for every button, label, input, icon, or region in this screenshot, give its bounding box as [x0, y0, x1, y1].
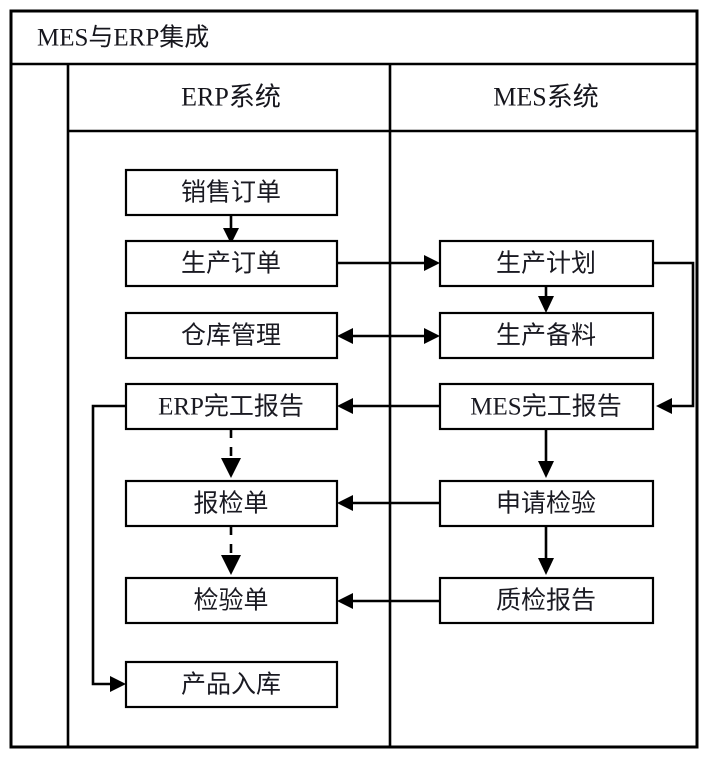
node-label-production-order: 生产订单: [181, 250, 281, 278]
connector-plan-to-mes-completion: [653, 261, 695, 414]
node-product-stock-in[interactable]: 产品入库: [124, 660, 339, 709]
connector-sales-to-production: [223, 215, 239, 244]
column-headers: ERP系统 MES系统: [181, 83, 599, 112]
column-header-mes: MES系统: [493, 83, 598, 112]
node-inspection-request[interactable]: 报检单: [124, 479, 339, 528]
connector-mes-to-erp-completion: [337, 398, 440, 414]
connector-apply-to-quality-report: [538, 526, 554, 575]
node-production-plan[interactable]: 生产计划: [438, 239, 655, 288]
connector-warehouse-to-material-prep: [337, 328, 440, 344]
connector-erp-completion-to-request: [221, 429, 241, 478]
node-label-warehouse-mgmt: 仓库管理: [181, 322, 281, 350]
node-material-prep[interactable]: 生产备料: [438, 311, 655, 360]
node-erp-completion[interactable]: ERP完工报告: [124, 382, 339, 431]
node-apply-inspection[interactable]: 申请检验: [438, 479, 655, 528]
node-sales-order[interactable]: 销售订单: [124, 168, 339, 217]
node-warehouse-mgmt[interactable]: 仓库管理: [124, 311, 339, 360]
outer-frame: [9, 9, 699, 749]
node-label-product-stock-in: 产品入库: [181, 671, 281, 699]
connector-production-order-to-plan: [337, 255, 440, 271]
title-row: MES与ERP集成: [11, 24, 697, 66]
connector-quality-to-inspection-sheet: [337, 593, 440, 609]
page-title: MES与ERP集成: [37, 24, 209, 52]
node-label-material-prep: 生产备料: [496, 322, 596, 350]
node-label-inspection-sheet: 检验单: [193, 587, 268, 615]
node-label-sales-order: 销售订单: [181, 179, 281, 207]
connector-mes-completion-to-apply: [538, 429, 554, 478]
node-label-quality-report: 质检报告: [496, 587, 596, 615]
connector-request-to-inspection-sheet: [221, 526, 241, 575]
node-inspection-sheet[interactable]: 检验单: [124, 576, 339, 625]
node-label-inspection-request: 报检单: [193, 490, 268, 518]
connector-plan-to-material-prep: [538, 285, 554, 313]
column-header-erp: ERP系统: [181, 83, 281, 112]
node-quality-report[interactable]: 质检报告: [438, 576, 655, 625]
connector-apply-to-inspection-request: [337, 495, 440, 511]
node-label-production-plan: 生产计划: [496, 250, 596, 278]
node-mes-completion[interactable]: MES完工报告: [438, 382, 655, 431]
node-production-order[interactable]: 生产订单: [124, 239, 339, 288]
connector-erp-completion-to-stock-in: [91, 404, 126, 692]
node-label-erp-completion: ERP完工报告: [158, 393, 304, 421]
node-label-apply-inspection: 申请检验: [496, 490, 596, 518]
node-label-mes-completion: MES完工报告: [470, 393, 621, 421]
